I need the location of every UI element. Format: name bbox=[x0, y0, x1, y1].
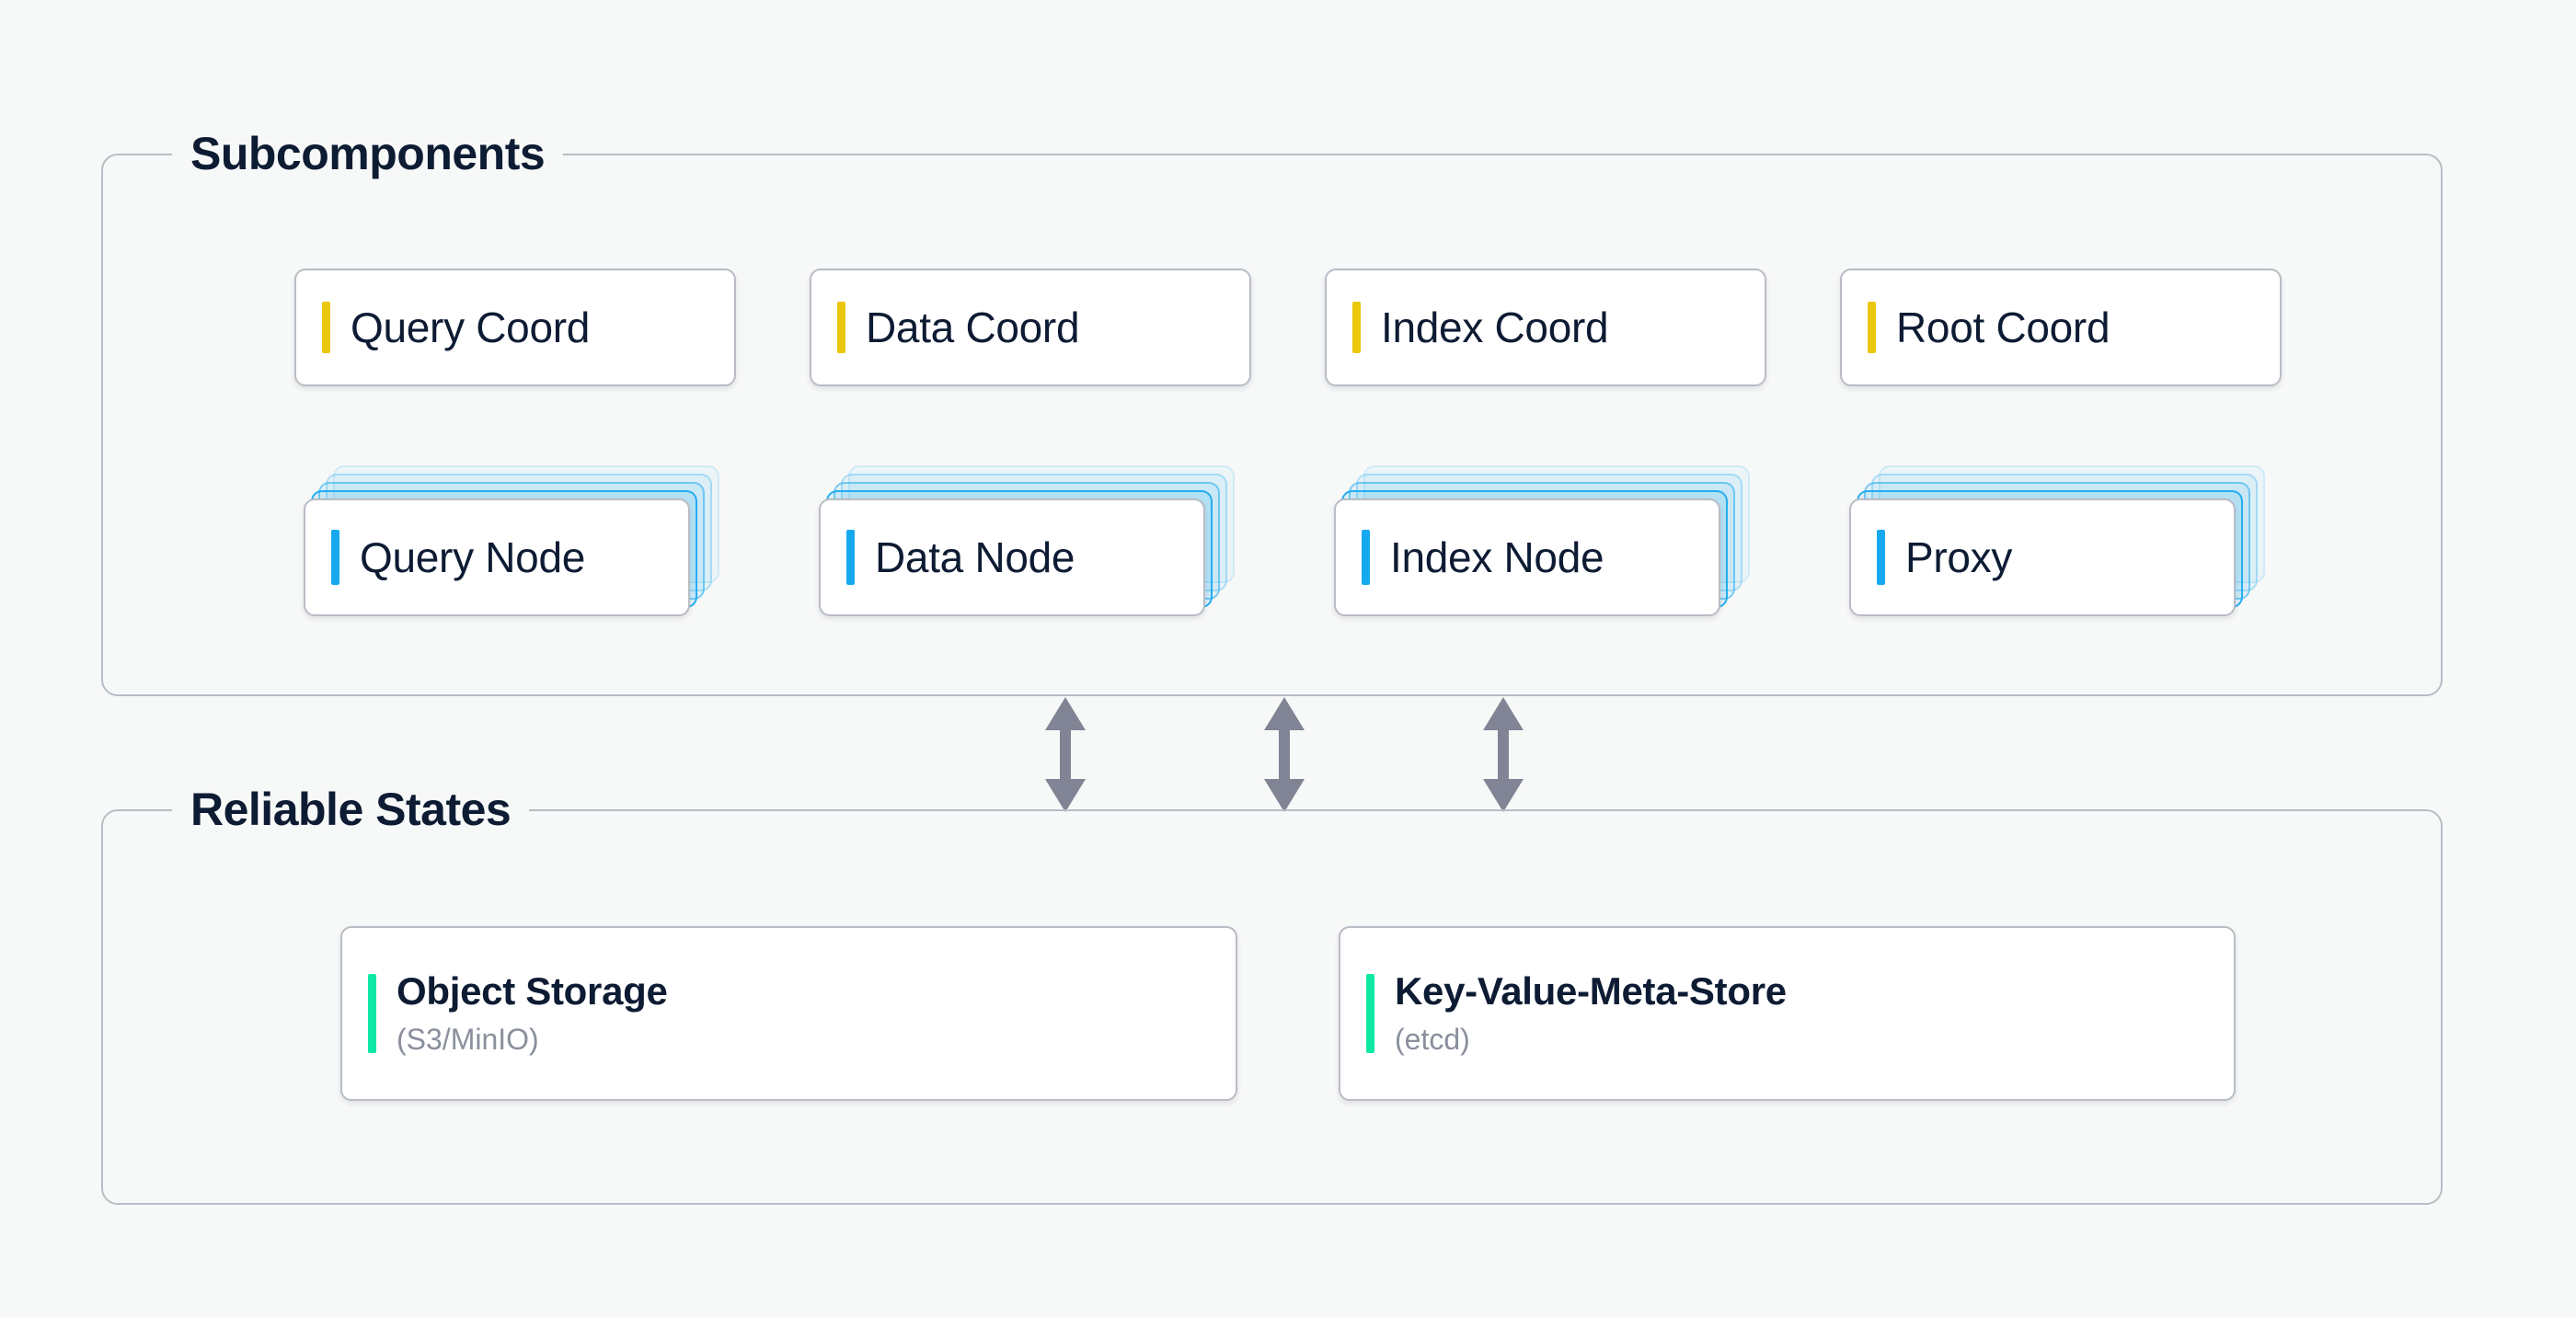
connector-double-arrow-3-icon bbox=[1479, 697, 1527, 812]
card-title: Key-Value-Meta-Store bbox=[1395, 969, 1787, 1013]
card-data-coord[interactable]: Data Coord bbox=[810, 269, 1251, 386]
group-subcomponents: Subcomponents bbox=[101, 124, 2443, 696]
card-root-coord[interactable]: Root Coord bbox=[1840, 269, 2282, 386]
accent-bar-node-icon bbox=[846, 530, 855, 585]
group-reliable-states: Reliable States bbox=[101, 780, 2443, 1205]
card-object-storage[interactable]: Object Storage (S3/MinIO) bbox=[340, 926, 1237, 1101]
card-index-node[interactable]: Index Node bbox=[1334, 498, 1720, 616]
accent-bar-coordinator-icon bbox=[1352, 302, 1361, 353]
card-label: Proxy bbox=[1905, 533, 2013, 581]
connector-double-arrow-1-icon bbox=[1041, 697, 1089, 812]
card-query-node[interactable]: Query Node bbox=[304, 498, 690, 616]
group-legend-reliable-states: Reliable States bbox=[172, 780, 530, 839]
card-label: Data Node bbox=[875, 533, 1075, 581]
card-title: Object Storage bbox=[397, 969, 668, 1013]
card-label: Index Node bbox=[1390, 533, 1604, 581]
card-subtitle: (etcd) bbox=[1395, 1023, 1470, 1056]
stack-data-node[interactable]: Data Node bbox=[819, 451, 1235, 616]
accent-bar-node-icon bbox=[331, 530, 339, 585]
card-key-value-meta-store[interactable]: Key-Value-Meta-Store (etcd) bbox=[1339, 926, 2236, 1101]
stack-query-node[interactable]: Query Node bbox=[304, 451, 719, 616]
card-label: Root Coord bbox=[1896, 303, 2110, 351]
accent-bar-node-icon bbox=[1877, 530, 1885, 585]
accent-bar-coordinator-icon bbox=[837, 302, 845, 353]
accent-bar-node-icon bbox=[1362, 530, 1370, 585]
stack-index-node[interactable]: Index Node bbox=[1334, 451, 1750, 616]
card-subtitle: (S3/MinIO) bbox=[397, 1023, 539, 1056]
card-proxy[interactable]: Proxy bbox=[1849, 498, 2236, 616]
accent-bar-state-icon bbox=[1366, 974, 1374, 1053]
group-legend-subcomponents: Subcomponents bbox=[172, 124, 564, 183]
card-label: Data Coord bbox=[866, 303, 1080, 351]
accent-bar-coordinator-icon bbox=[1868, 302, 1876, 353]
accent-bar-state-icon bbox=[368, 974, 376, 1053]
card-data-node[interactable]: Data Node bbox=[819, 498, 1205, 616]
card-query-coord[interactable]: Query Coord bbox=[294, 269, 736, 386]
card-label: Query Node bbox=[360, 533, 586, 581]
card-index-coord[interactable]: Index Coord bbox=[1325, 269, 1766, 386]
card-label: Index Coord bbox=[1381, 303, 1609, 351]
stack-proxy[interactable]: Proxy bbox=[1849, 451, 2265, 616]
card-label: Query Coord bbox=[351, 303, 591, 351]
connector-double-arrow-2-icon bbox=[1260, 697, 1308, 812]
accent-bar-coordinator-icon bbox=[322, 302, 330, 353]
